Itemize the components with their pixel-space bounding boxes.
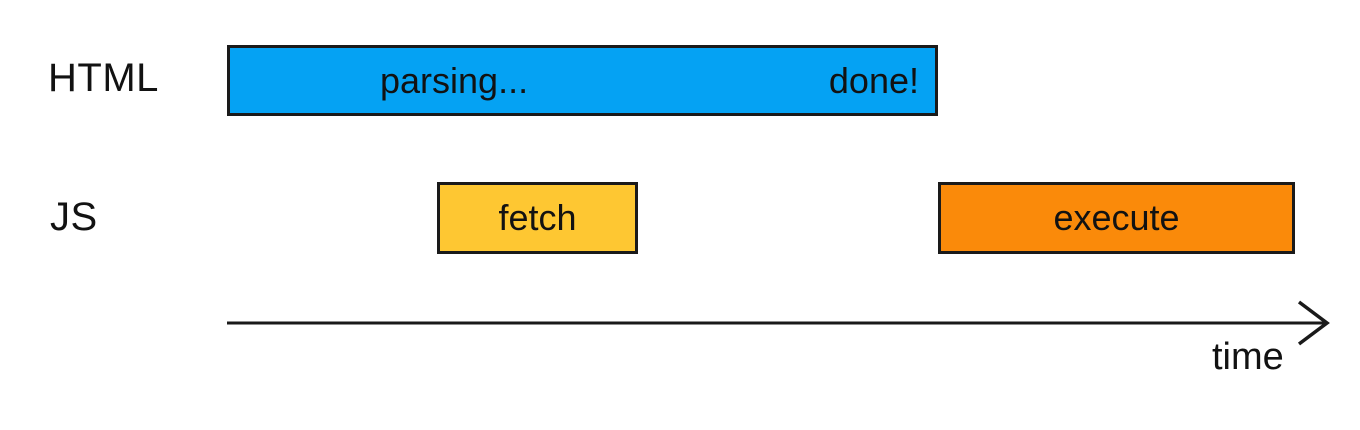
time-axis-arrow xyxy=(227,300,1330,346)
parsing-label: parsing... xyxy=(380,59,529,101)
js-fetch-bar: fetch xyxy=(437,182,638,254)
time-axis-label: time xyxy=(1212,336,1284,378)
row-label-js: JS xyxy=(50,195,98,239)
execute-label: execute xyxy=(1053,197,1180,238)
done-label: done! xyxy=(828,59,919,101)
fetch-label: fetch xyxy=(498,197,577,238)
js-execute-bar: execute xyxy=(938,182,1295,254)
row-label-html: HTML xyxy=(48,56,159,100)
html-parsing-bar: parsing... done! xyxy=(227,45,938,116)
